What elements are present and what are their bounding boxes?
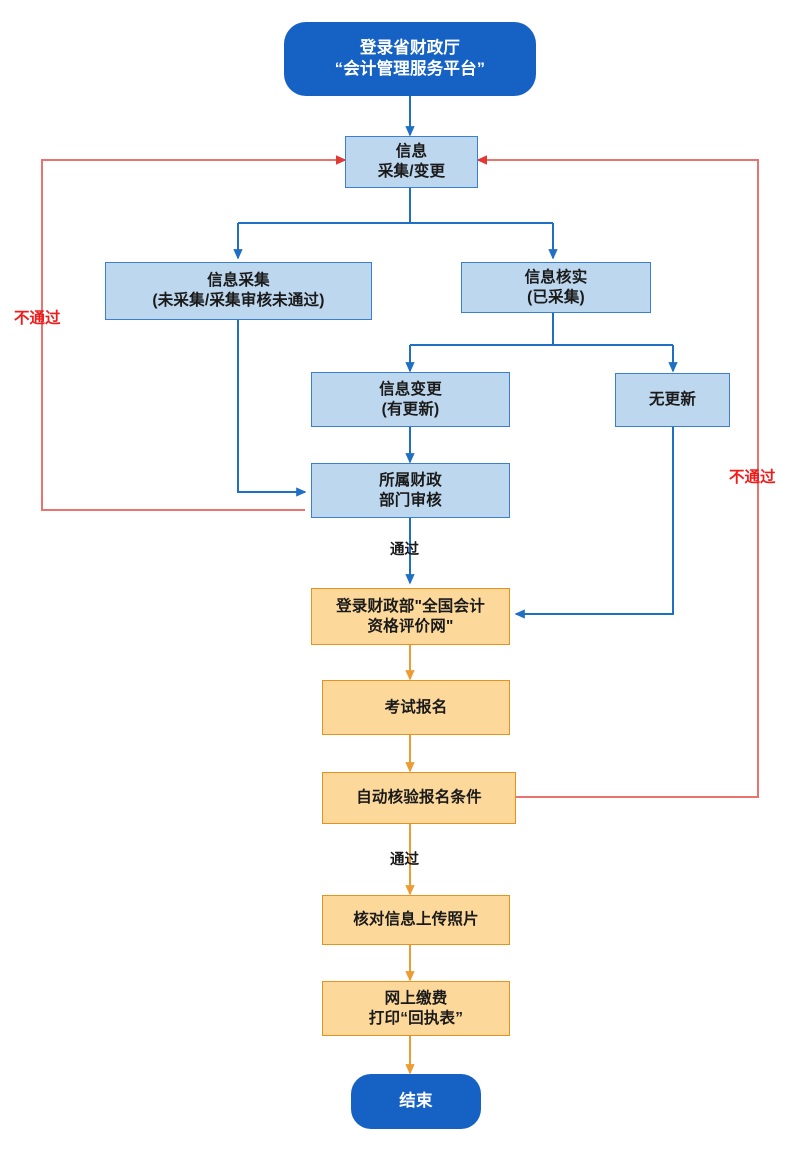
edge-label-fail-right-text: 不通过 xyxy=(729,469,776,486)
node-information-gathering-label: 信息采集 (未采集/采集审核未通过) xyxy=(152,272,325,309)
node-finance-department-review[interactable]: 所属财政 部门审核 xyxy=(311,463,510,518)
node-exam-registration-label: 考试报名 xyxy=(384,698,448,716)
node-finance-department-review-label: 所属财政 部门审核 xyxy=(379,471,442,509)
node-end[interactable]: 结束 xyxy=(351,1074,481,1129)
node-start-label: 登录省财政厅 “会计管理服务平台” xyxy=(334,38,486,78)
node-information-gathering[interactable]: 信息采集 (未采集/采集审核未通过) xyxy=(105,262,372,320)
edge-label-pass-review: 通过 xyxy=(390,538,419,559)
node-information-collection-change[interactable]: 信息 采集/变更 xyxy=(345,136,478,188)
edge-gather-to-review xyxy=(237,320,307,497)
edge-label-pass-check-text: 通过 xyxy=(390,852,419,868)
edge-label-fail-left-text: 不通过 xyxy=(14,310,61,327)
node-start[interactable]: 登录省财政厅 “会计管理服务平台” xyxy=(284,22,536,96)
node-end-label: 结束 xyxy=(399,1091,433,1110)
node-information-verification[interactable]: 信息核实 (已采集) xyxy=(461,262,651,313)
node-check-info-upload-photo-label: 核对信息上传照片 xyxy=(353,911,479,929)
node-information-change-label: 信息变更 (有更新) xyxy=(379,380,442,418)
node-information-change[interactable]: 信息变更 (有更新) xyxy=(311,372,510,427)
edge-noupdate-to-moflogin xyxy=(514,427,674,619)
edge-autocheck-fail-to-collect xyxy=(476,155,759,798)
node-auto-verify-conditions[interactable]: 自动核验报名条件 xyxy=(322,772,516,824)
edge-label-fail-right: 不通过 xyxy=(729,465,776,487)
node-check-info-upload-photo[interactable]: 核对信息上传照片 xyxy=(322,895,510,945)
node-mof-website-login-label: 登录财政部"全国会计 资格评价网" xyxy=(336,597,485,635)
node-exam-registration[interactable]: 考试报名 xyxy=(322,680,510,735)
node-mof-website-login[interactable]: 登录财政部"全国会计 资格评价网" xyxy=(311,588,510,645)
edge-label-pass-review-text: 通过 xyxy=(390,542,419,558)
node-no-update-label: 无更新 xyxy=(648,391,697,409)
node-online-payment-receipt[interactable]: 网上缴费 打印“回执表” xyxy=(322,981,510,1036)
node-information-verification-label: 信息核实 (已采集) xyxy=(524,268,588,306)
edge-review-fail-to-collect xyxy=(41,155,347,511)
edge-label-fail-left: 不通过 xyxy=(14,306,61,328)
node-online-payment-receipt-label: 网上缴费 打印“回执表” xyxy=(368,989,464,1027)
node-no-update[interactable]: 无更新 xyxy=(615,373,730,427)
node-information-collection-change-label: 信息 采集/变更 xyxy=(377,143,446,180)
edge-label-pass-check: 通过 xyxy=(390,848,419,869)
node-auto-verify-conditions-label: 自动核验报名条件 xyxy=(356,789,482,807)
